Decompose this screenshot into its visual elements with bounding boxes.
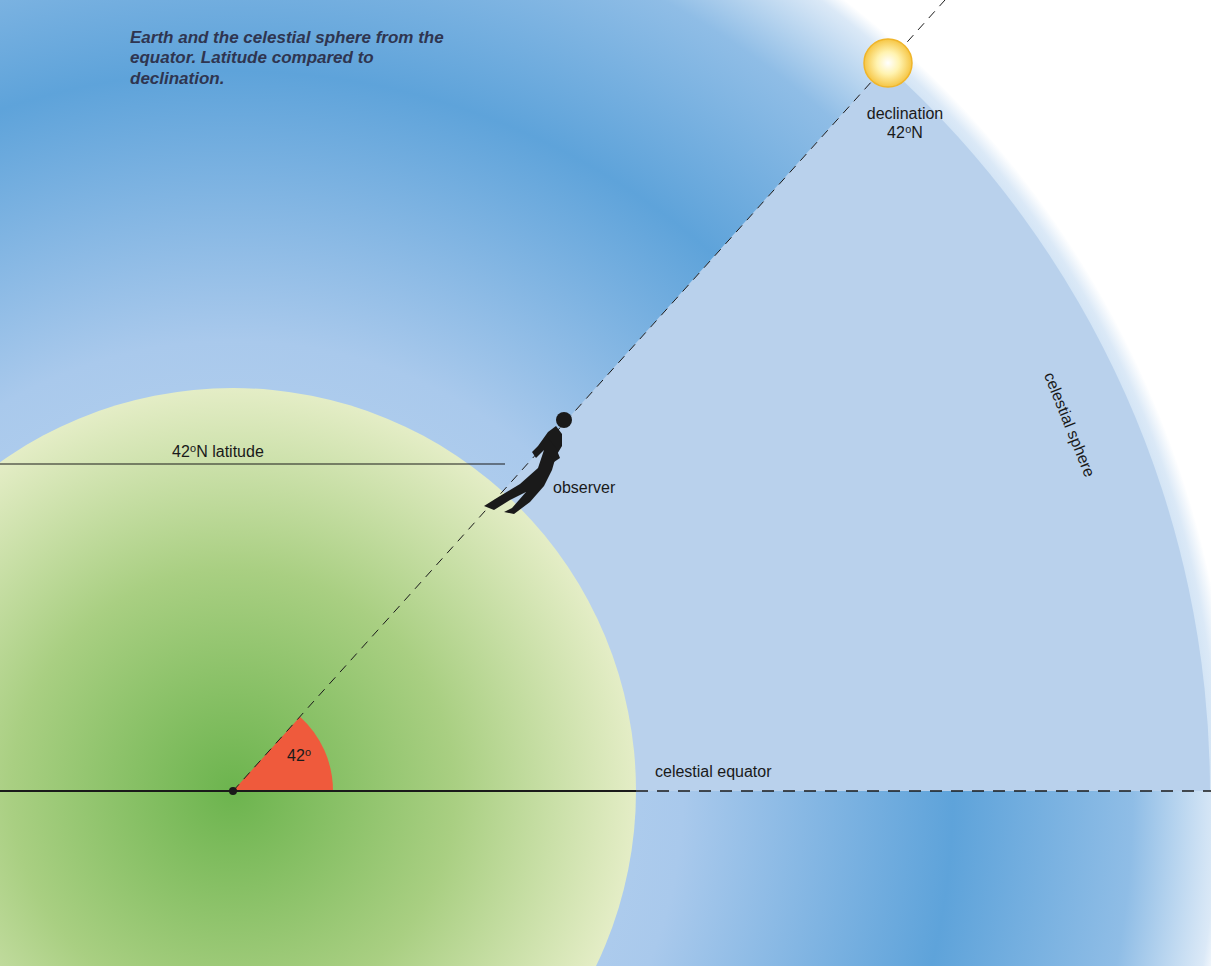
equator-line (0, 790, 636, 792)
equator-label: celestial equator (655, 762, 772, 781)
earth-centre (229, 787, 237, 795)
angle-wedge (233, 717, 333, 791)
declination-label: declination 42⁰N (850, 104, 960, 142)
sun (864, 39, 912, 87)
latitude-label: 42⁰N latitude (172, 442, 264, 461)
diagram-title: Earth and the celestial sphere from the … (130, 28, 450, 89)
zenith-line (233, 0, 945, 791)
observer-figure (484, 412, 572, 514)
observer-label: observer (553, 478, 615, 497)
angle-label: 42⁰ (287, 746, 311, 765)
earth (0, 388, 636, 966)
latitude-line (0, 463, 505, 464)
celestial-equator-line (636, 790, 1211, 791)
